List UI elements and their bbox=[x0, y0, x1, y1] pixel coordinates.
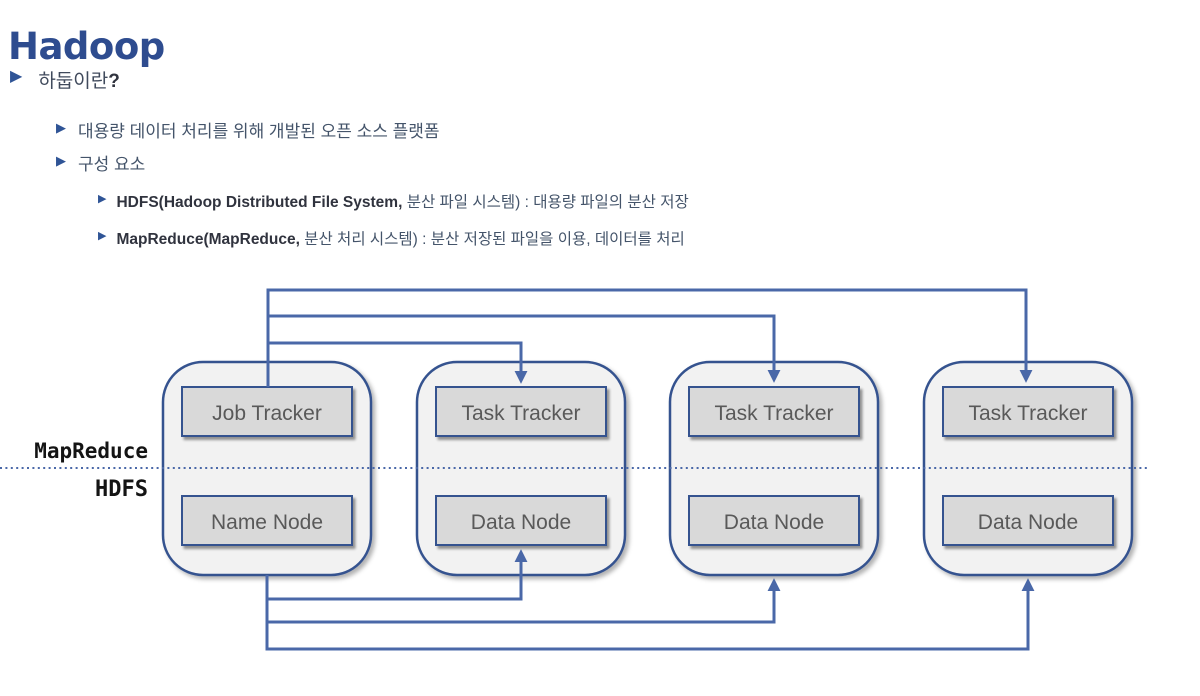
mapreduce-layer-label: MapReduce bbox=[34, 439, 148, 463]
connector-namenode-to-datanode-3 bbox=[265, 578, 1035, 651]
bullet-level2-components: ▶ 구성 요소 bbox=[56, 150, 145, 175]
bullet-triangle-icon: ▶ bbox=[56, 153, 66, 168]
bullet-text: 하둡이란? bbox=[38, 71, 120, 92]
data-node-box bbox=[435, 495, 607, 546]
bullet-level3-hdfs: ▶ HDFS(Hadoop Distributed File System, 분… bbox=[98, 190, 689, 212]
task-tracker-box bbox=[942, 386, 1114, 437]
bullet-level3-mapreduce: ▶ MapReduce(MapReduce, 분산 처리 시스템) : 분산 저… bbox=[98, 227, 685, 249]
name-node-label: Name Node bbox=[211, 511, 323, 534]
bullet-triangle-icon: ▶ bbox=[98, 230, 107, 242]
task-tracker-box bbox=[688, 386, 860, 437]
bullet-text: MapReduce(MapReduce, 분산 처리 시스템) : 분산 저장된… bbox=[116, 231, 685, 248]
bullet-text: 구성 요소 bbox=[78, 155, 146, 174]
bullet-text: HDFS(Hadoop Distributed File System, 분산 … bbox=[116, 194, 689, 211]
data-node-label: Data Node bbox=[471, 511, 571, 534]
connector-jobtracker-to-tasktracker-3 bbox=[266, 288, 1033, 387]
bullet-triangle-icon: ▶ bbox=[56, 120, 66, 135]
bullet-text: 대용량 데이터 처리를 위해 개발된 오픈 소스 플랫폼 bbox=[78, 122, 440, 141]
connector-jobtracker-to-tasktracker-1 bbox=[266, 341, 528, 387]
job-tracker-label: Job Tracker bbox=[212, 402, 322, 425]
node-master: Job Tracker Name Node bbox=[161, 360, 373, 577]
connector-namenode-to-datanode-1 bbox=[265, 549, 528, 601]
bullet-level2-platform: ▶ 대용량 데이터 처리를 위해 개발된 오픈 소스 플랫폼 bbox=[56, 117, 440, 142]
data-node-label: Data Node bbox=[978, 511, 1078, 534]
node-worker-1: Task Tracker Data Node bbox=[415, 360, 627, 577]
task-tracker-label: Task Tracker bbox=[714, 402, 833, 425]
hdfs-connectors bbox=[265, 549, 1035, 651]
connector-namenode-to-datanode-2 bbox=[265, 578, 781, 624]
bullet-level1: ▶ 하둡이란? bbox=[10, 66, 120, 93]
mapreduce-connectors bbox=[266, 288, 1033, 387]
data-node-label: Data Node bbox=[724, 511, 824, 534]
data-node-box bbox=[688, 495, 860, 546]
bullet-triangle-icon: ▶ bbox=[98, 193, 107, 205]
data-node-box bbox=[942, 495, 1114, 546]
task-tracker-label: Task Tracker bbox=[461, 402, 580, 425]
task-tracker-label: Task Tracker bbox=[968, 402, 1087, 425]
hdfs-layer-label: HDFS bbox=[95, 477, 148, 502]
name-node-box bbox=[181, 495, 353, 546]
page-title: Hadoop bbox=[8, 24, 165, 68]
bullet-triangle-icon: ▶ bbox=[10, 68, 23, 85]
task-tracker-box bbox=[435, 386, 607, 437]
